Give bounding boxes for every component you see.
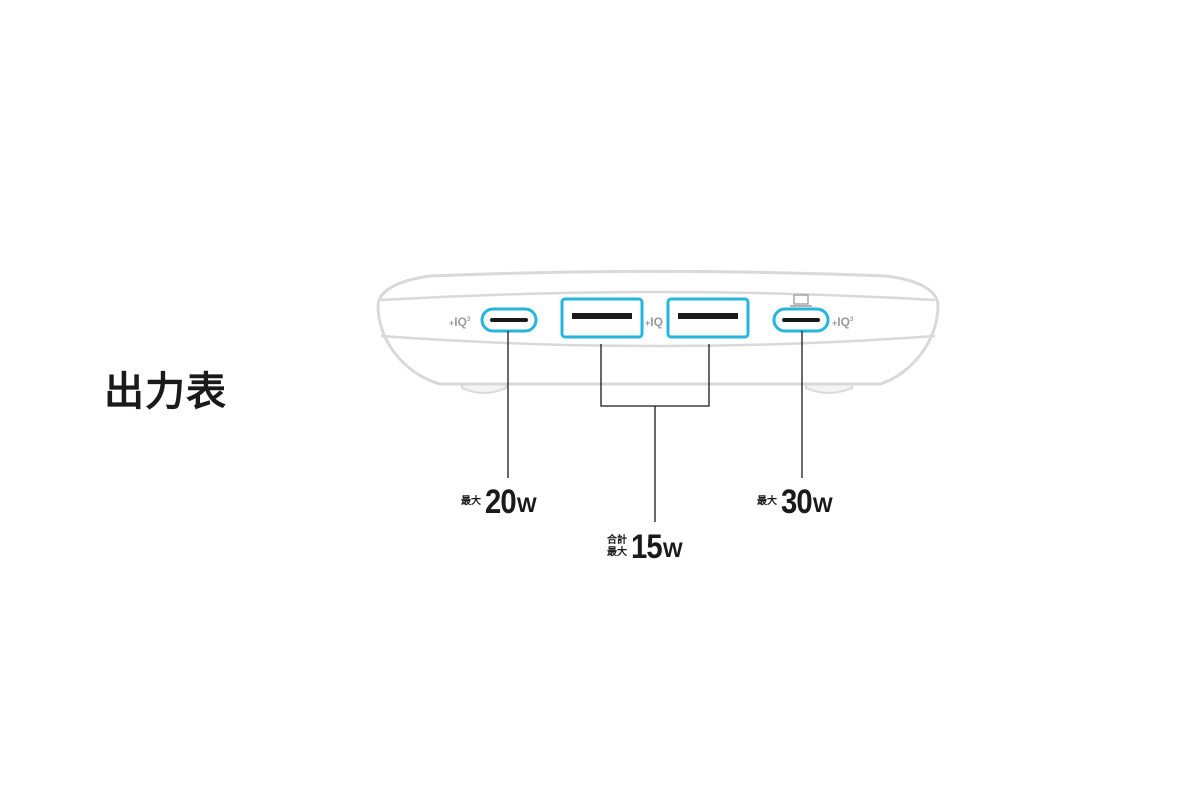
- device-body: [376, 270, 940, 386]
- usb-a-port-2-slot: [678, 313, 738, 319]
- leader-bracket-usb-a: [600, 344, 710, 522]
- spec-left-usb-c: 最大 20 W: [461, 485, 537, 519]
- iq-logo-middle: +IQ: [645, 315, 663, 329]
- spec-left-unit: W: [516, 493, 537, 517]
- spec-usb-a-unit: W: [662, 538, 683, 562]
- spec-usb-a-prefix: 合計 最大: [607, 535, 627, 560]
- spec-usb-a-combined: 合計 最大 15 W: [607, 530, 683, 564]
- spec-right-value: 30: [781, 483, 813, 521]
- device-seam-bottom: [380, 334, 936, 348]
- spec-usb-a-prefix-bottom: 最大: [607, 547, 627, 558]
- iq-logo-right: +IQ3: [832, 315, 854, 329]
- device-seam-top: [380, 290, 936, 302]
- spec-usb-a-value: 15: [631, 528, 663, 566]
- spec-right-prefix: 最大: [757, 496, 777, 508]
- spec-usb-a-prefix-top: 合計: [607, 534, 627, 546]
- spec-left-value: 20: [485, 483, 517, 521]
- spec-left-prefix: 最大: [461, 496, 481, 508]
- page-title: 出力表: [104, 369, 227, 415]
- spec-right-usb-c: 最大 30 W: [757, 485, 833, 519]
- iq-logo-left: +IQ3: [449, 315, 471, 329]
- usb-a-port-1-slot: [572, 313, 632, 319]
- spec-right-unit: W: [812, 493, 833, 517]
- laptop-icon: [790, 294, 812, 307]
